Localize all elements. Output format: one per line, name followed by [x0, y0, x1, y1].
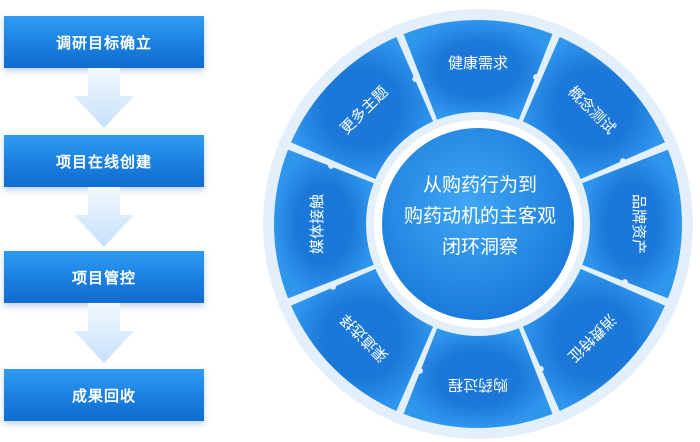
center-line-3: 闭环洞察: [441, 237, 518, 258]
wheel-segment: [522, 37, 665, 180]
process-flow: 调研目标确立 项目在线创建 项目管控 成果回收: [0, 0, 210, 442]
wheel-segment: [522, 268, 665, 411]
wheel-segment-label: 媒体接触: [309, 194, 326, 254]
flow-step-label: 调研目标确立: [55, 34, 152, 52]
center-line-1: 从购药行为到: [422, 175, 537, 196]
flow-step-label: 成果回收: [71, 387, 136, 405]
wheel-segment: [582, 149, 682, 299]
wheel-segment: [291, 268, 434, 411]
wheel-center-text: 从购药行为到 购药动机的主客观 闭环洞察: [340, 170, 620, 263]
center-line-2: 购药动机的主客观: [403, 206, 556, 227]
wheel-segment-label: 购药过程: [448, 376, 508, 393]
segment-notch: [416, 367, 423, 374]
wheel-segment: [403, 328, 553, 428]
segment-notch: [412, 75, 419, 82]
segment-notch: [537, 366, 544, 373]
segment-notch: [533, 74, 540, 81]
flow-step-2: 项目在线创建: [4, 135, 204, 187]
segment-notch: [621, 279, 628, 286]
wheel-segment-label: 品牌资产: [630, 194, 647, 254]
wheel-segment: [291, 37, 434, 180]
down-arrow-icon: [74, 68, 134, 128]
down-arrow-icon: [74, 303, 134, 363]
wheel-segment-label: 健康需求: [448, 55, 508, 72]
wheel-center-circle: [382, 128, 574, 320]
wheel-segment: [403, 19, 553, 120]
flow-step-4: 成果回收: [4, 369, 204, 421]
segment-notch: [329, 283, 336, 290]
segment-notch: [328, 162, 335, 169]
flow-step-3: 项目管控: [4, 251, 204, 303]
wheel-segment: [274, 149, 374, 299]
flow-step-1: 调研目标确立: [4, 16, 204, 68]
segment-notch: [620, 158, 627, 165]
flow-step-label: 项目在线创建: [55, 153, 152, 171]
down-arrow-icon: [74, 187, 134, 247]
flow-step-label: 项目管控: [71, 269, 136, 287]
